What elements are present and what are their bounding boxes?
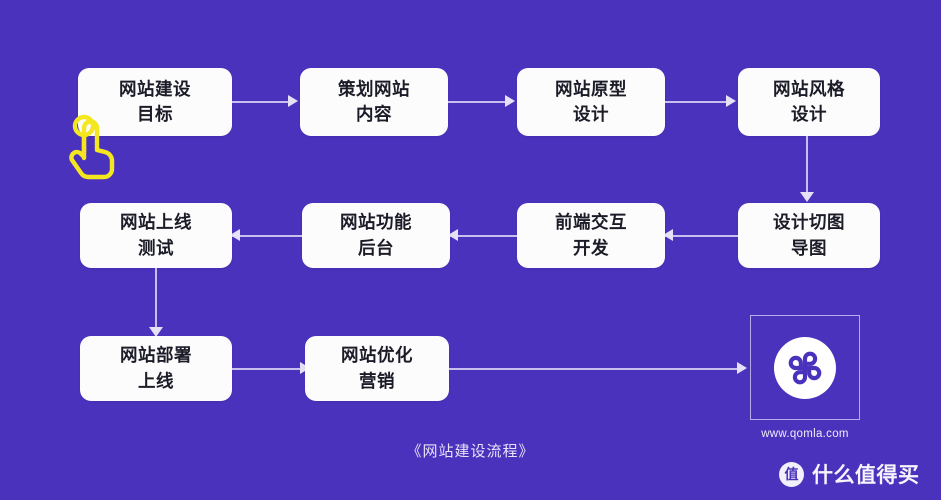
flow-node-style-design[interactable]: 网站风格 设计 — [738, 68, 880, 136]
connector-n5-n6 — [665, 235, 738, 237]
node-line-2: 上线 — [138, 370, 174, 391]
node-line-2: 目标 — [137, 104, 173, 124]
qomla-pinwheel-logo-icon — [788, 351, 822, 384]
node-line-1: 网站优化 — [341, 345, 413, 366]
watermark-badge-icon: 值 — [779, 461, 804, 487]
arrowhead-n6-n7 — [448, 229, 458, 241]
flow-node-backend-function[interactable]: 网站功能 后台 — [302, 203, 450, 268]
node-line-1: 设计切图 — [773, 212, 845, 233]
watermark: 值 什么值得买 — [779, 459, 920, 489]
node-line-2: 营销 — [359, 370, 395, 391]
node-line-1: 策划网站 — [338, 78, 410, 99]
node-line-1: 网站原型 — [555, 78, 627, 99]
node-line-2: 后台 — [358, 237, 394, 258]
arrowhead-n4-n5 — [800, 192, 814, 202]
node-line-1: 前端交互 — [555, 212, 627, 233]
node-line-2: 设计 — [573, 104, 609, 124]
logo-disc — [774, 336, 836, 399]
tap-hand-cursor — [69, 114, 115, 180]
connector-n3-n4 — [665, 101, 729, 103]
brand-logo-panel — [750, 315, 860, 420]
flow-node-launch-test[interactable]: 网站上线 测试 — [80, 203, 232, 268]
node-line-2: 设计 — [791, 104, 827, 124]
watermark-text: 什么值得买 — [812, 464, 920, 487]
node-line-2: 开发 — [573, 237, 609, 258]
node-line-1: 网站部署 — [120, 345, 192, 366]
flow-node-deploy-online[interactable]: 网站部署 上线 — [80, 336, 232, 401]
connector-n10-logo — [449, 368, 739, 370]
node-line-1: 网站功能 — [340, 212, 412, 233]
connector-n4-n5 — [806, 136, 808, 194]
flow-node-prototype-design[interactable]: 网站原型 设计 — [517, 68, 665, 136]
flow-node-plan-content[interactable]: 策划网站 内容 — [300, 68, 448, 136]
arrowhead-n10-logo — [737, 362, 747, 374]
connector-n9-n10 — [232, 368, 302, 370]
node-line-2: 内容 — [356, 104, 392, 124]
arrowhead-n8-n9 — [149, 327, 163, 337]
diagram-caption: 《网站建设流程》 — [406, 443, 535, 460]
flow-node-optimize-marketing[interactable]: 网站优化 营销 — [305, 336, 449, 401]
flow-node-frontend-dev[interactable]: 前端交互 开发 — [517, 203, 665, 268]
flow-node-design-slicing[interactable]: 设计切图 导图 — [738, 203, 880, 268]
arrowhead-n2-n3 — [505, 95, 515, 107]
connector-n6-n7 — [450, 235, 517, 237]
node-line-1: 网站建设 — [119, 78, 191, 99]
flow-node-website-goal[interactable]: 网站建设 目标 — [78, 68, 232, 136]
logo-url-text: www.qomla.com — [761, 428, 849, 440]
node-line-2: 导图 — [791, 237, 827, 258]
connector-n2-n3 — [448, 101, 508, 103]
node-line-1: 网站风格 — [773, 78, 845, 99]
connector-n1-n2 — [232, 101, 290, 103]
arrowhead-n5-n6 — [663, 229, 673, 241]
connector-n7-n8 — [232, 235, 302, 237]
arrowhead-n7-n8 — [230, 229, 240, 241]
node-line-1: 网站上线 — [120, 212, 192, 233]
arrowhead-n3-n4 — [726, 95, 736, 107]
connector-n8-n9 — [155, 268, 157, 329]
node-line-2: 测试 — [138, 237, 174, 258]
arrowhead-n1-n2 — [288, 95, 298, 107]
